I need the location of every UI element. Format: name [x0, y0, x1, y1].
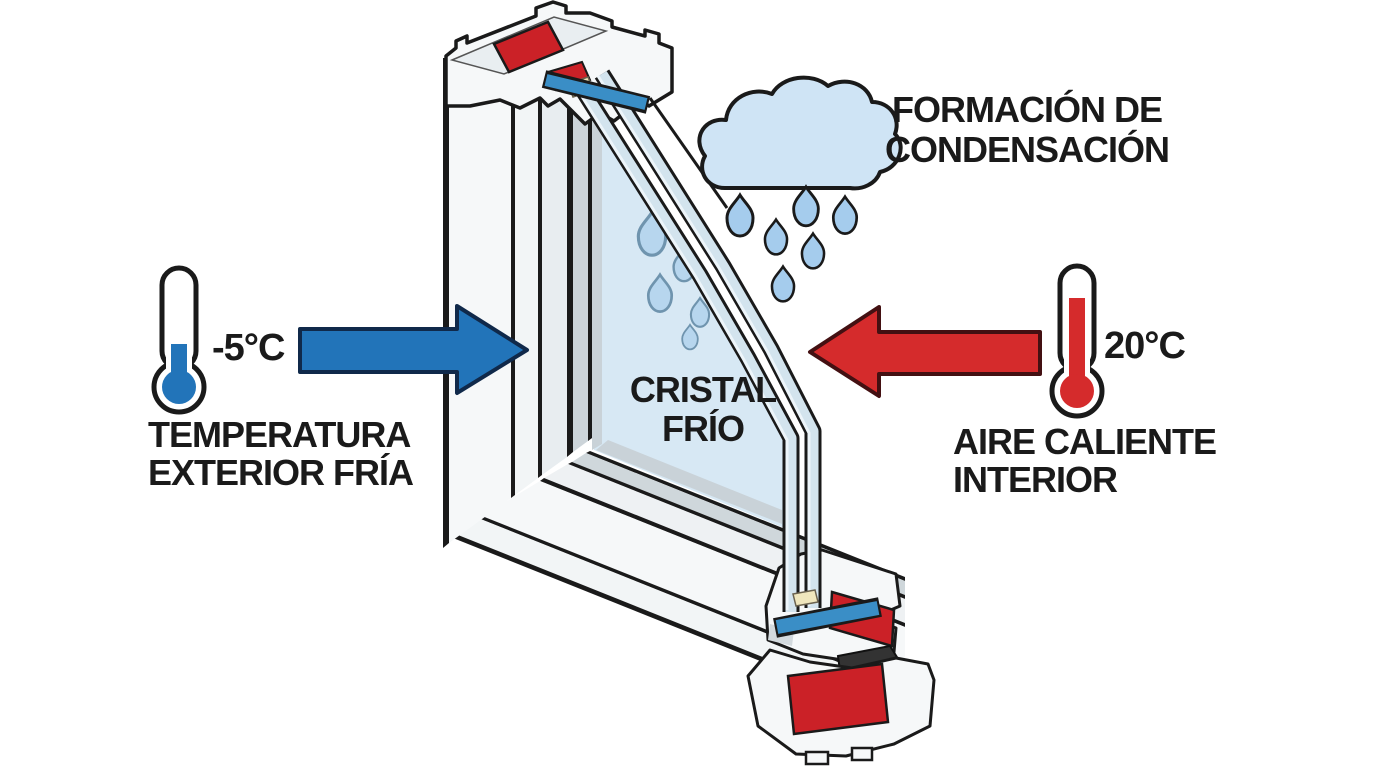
glass-rebate-bottom — [596, 440, 782, 524]
cold-glass-label-line1: CRISTAL — [630, 369, 776, 410]
warm-thermometer-icon — [1049, 263, 1105, 419]
inner-pane — [597, 71, 819, 608]
glass-droplet-icon — [646, 272, 674, 313]
raindrop-icon — [725, 192, 755, 238]
glass-surface — [592, 119, 784, 528]
frame-foot — [850, 746, 874, 762]
glass-droplet-icon — [689, 296, 711, 328]
glass-pane — [592, 119, 784, 528]
raindrop-icon — [792, 184, 820, 228]
warm-air-arrow-icon — [808, 305, 1042, 398]
glass-rebate-left — [592, 119, 602, 450]
rain-cloud-icon — [697, 75, 903, 303]
exterior-label-line1: TEMPERATURA — [148, 414, 411, 455]
cold-mercury-bulb — [162, 370, 196, 404]
warm-mercury-bulb — [1060, 374, 1094, 408]
glazing-seals — [541, 70, 882, 638]
inner-pane-highlight — [596, 75, 811, 606]
spacer-bottom — [792, 589, 819, 607]
interior-temperature-value: 20°C — [1104, 325, 1185, 367]
interior-label-line2: INTERIOR — [953, 459, 1118, 500]
profile-chamber-red — [492, 20, 565, 74]
outer-pane — [573, 79, 797, 612]
exterior-label-line2: EXTERIOR FRÍA — [148, 452, 414, 493]
interior-label-line1: AIRE CALIENTE — [953, 421, 1216, 462]
gasket-bottom — [775, 601, 880, 634]
raindrop-icon — [763, 217, 789, 256]
glass-droplet-icon — [681, 323, 699, 351]
raindrop-icon — [800, 231, 826, 270]
raindrop-icon — [831, 194, 859, 235]
exterior-temperature-value: -5°C — [212, 327, 285, 369]
condensation-label-line2: CONDENSACIÓN — [885, 128, 1169, 170]
cloud-shape — [697, 75, 903, 191]
frame-foot — [804, 750, 830, 766]
left-jamb — [443, 58, 592, 548]
outer-pane-highlight — [572, 83, 789, 610]
bottom-frame-lower-block — [746, 644, 936, 766]
cold-air-arrow-icon — [298, 304, 529, 395]
glazing-bead-edge — [648, 97, 729, 209]
warm-mercury-column — [1069, 298, 1085, 388]
cold-thermometer-icon — [151, 265, 207, 415]
condensation-label-line1: FORMACIÓN DE — [892, 88, 1162, 130]
double-glazing-panes — [570, 69, 822, 612]
raindrop-icon — [770, 264, 796, 303]
gasket-top — [544, 74, 648, 110]
frame-chamber-red — [786, 662, 890, 736]
cold-glass-label-line2: FRÍO — [662, 408, 744, 449]
